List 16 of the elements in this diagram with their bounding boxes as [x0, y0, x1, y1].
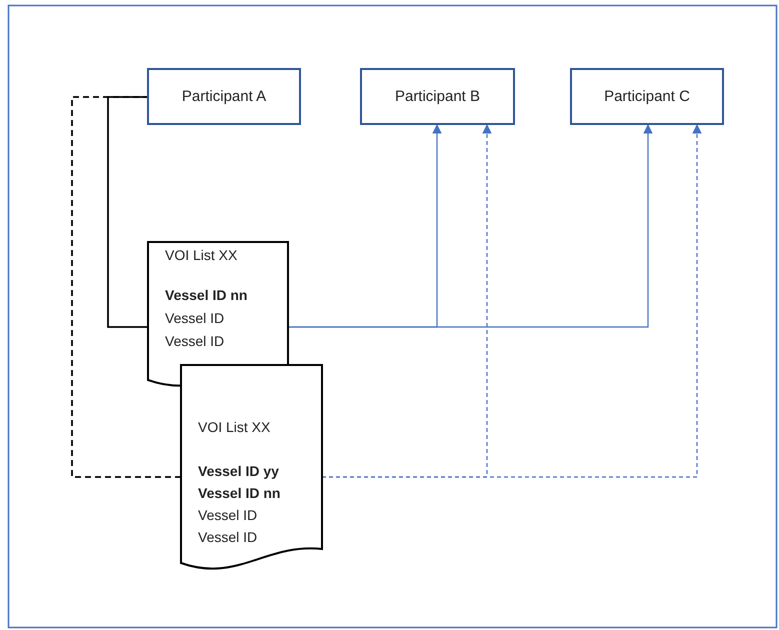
list-title: VOI List XX [165, 248, 238, 262]
connector-line [71, 96, 181, 478]
participant-box: Participant C [570, 68, 724, 125]
connector-line [107, 96, 148, 328]
vessel-id: Vessel ID nn [198, 486, 280, 500]
vessel-id: Vessel ID nn [165, 288, 248, 302]
vessel-id: Vessel ID [165, 311, 224, 325]
vessel-id: Vessel ID [198, 530, 258, 544]
vessel-id: Vessel ID [198, 508, 258, 522]
participant-box: Participant B [360, 68, 515, 125]
vessel-id: Vessel ID [165, 334, 224, 348]
participant-box: Participant A [147, 68, 301, 125]
arrow [288, 124, 653, 328]
list-title: VOI List XX [198, 420, 270, 434]
vessel-id: Vessel ID yy [198, 464, 279, 478]
arrow [322, 124, 702, 478]
